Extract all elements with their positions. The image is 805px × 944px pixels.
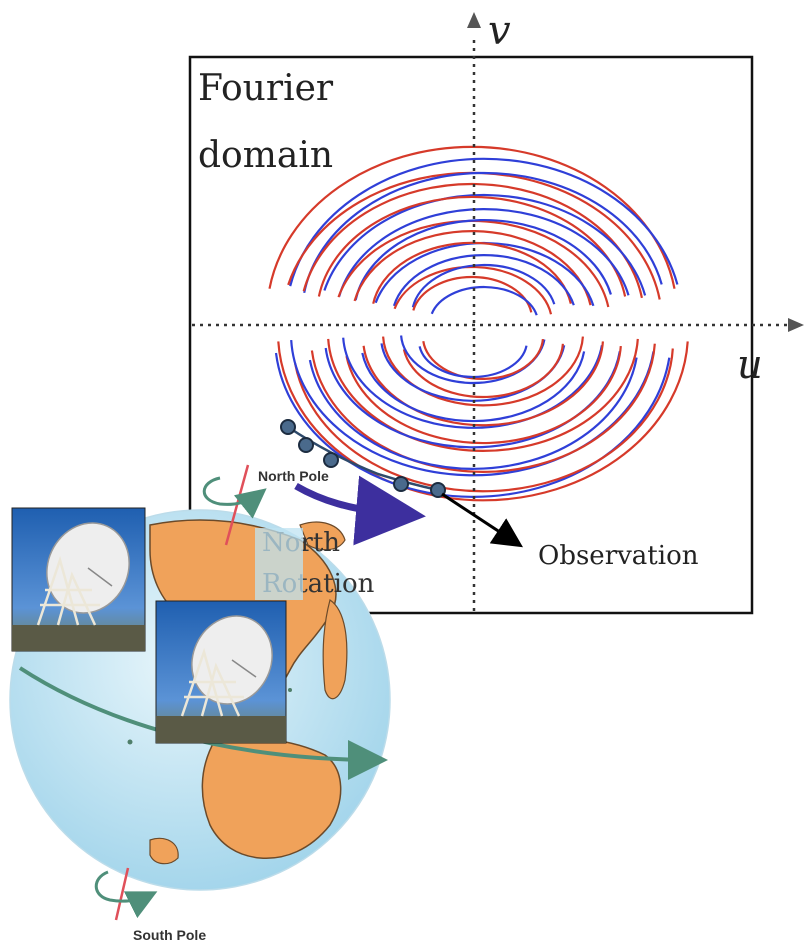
- observation-dot: [393, 476, 409, 492]
- uv-track-arc: [345, 346, 622, 445]
- uv-track-arc: [362, 341, 604, 427]
- uv-coverage-tracks: [268, 145, 689, 502]
- uv-track-arc: [327, 338, 639, 453]
- uv-track-arc: [294, 348, 674, 493]
- box-title-line1: Fourier: [198, 68, 334, 109]
- observation-dot: [323, 452, 339, 468]
- south-pole-label: South Pole: [133, 927, 206, 943]
- uv-track-arc: [342, 337, 603, 429]
- continent-south-america: [201, 737, 342, 859]
- uv-track-arc: [354, 218, 612, 301]
- south-pole-axis: [114, 867, 130, 921]
- uv-track-arc: [277, 341, 689, 502]
- uv-track-arc: [317, 195, 627, 297]
- uv-track-arc: [411, 263, 556, 308]
- uv-track-arc: [361, 351, 586, 423]
- observation-label: Observation: [538, 541, 699, 571]
- uv-track-arc: [402, 343, 564, 399]
- observation-dot: [298, 437, 314, 453]
- uv-track-arc: [308, 357, 638, 470]
- uv-track-arc: [382, 336, 584, 407]
- axis-label-u: u: [737, 342, 763, 388]
- uv-track-arc: [372, 241, 572, 304]
- axis-label-v: v: [488, 8, 511, 54]
- uv-track-arc: [310, 343, 656, 473]
- v-axis-arrowhead: [467, 12, 481, 28]
- uv-track-arc: [393, 265, 553, 315]
- uv-track-arc: [422, 339, 544, 380]
- uv-track-arc: [290, 340, 655, 477]
- u-axis-arrowhead: [788, 318, 804, 332]
- north-pole-spin-arrow: [202, 476, 267, 519]
- uv-track-arc: [323, 193, 647, 296]
- north-pole-label: North Pole: [258, 468, 329, 484]
- box-title-line2: domain: [198, 135, 333, 176]
- uv-track-arc: [430, 285, 538, 316]
- uv-track-arc: [338, 208, 630, 297]
- observation-dot: [280, 419, 296, 435]
- sky-rotation-arrow: [294, 475, 426, 546]
- south-pole-spin-arrow: [94, 870, 158, 919]
- observation-dot: [430, 482, 446, 498]
- fourier-domain-box: [188, 55, 754, 615]
- uv-track-arc: [353, 230, 592, 306]
- radio-telescope-photo: [155, 600, 287, 744]
- uv-track-arc: [392, 253, 575, 307]
- uv-track-arc: [289, 157, 679, 287]
- radio-telescope-photo: [11, 507, 146, 652]
- uv-track-arc: [303, 171, 663, 294]
- observation-arrow: [441, 492, 524, 548]
- uv-track-arc: [274, 352, 671, 498]
